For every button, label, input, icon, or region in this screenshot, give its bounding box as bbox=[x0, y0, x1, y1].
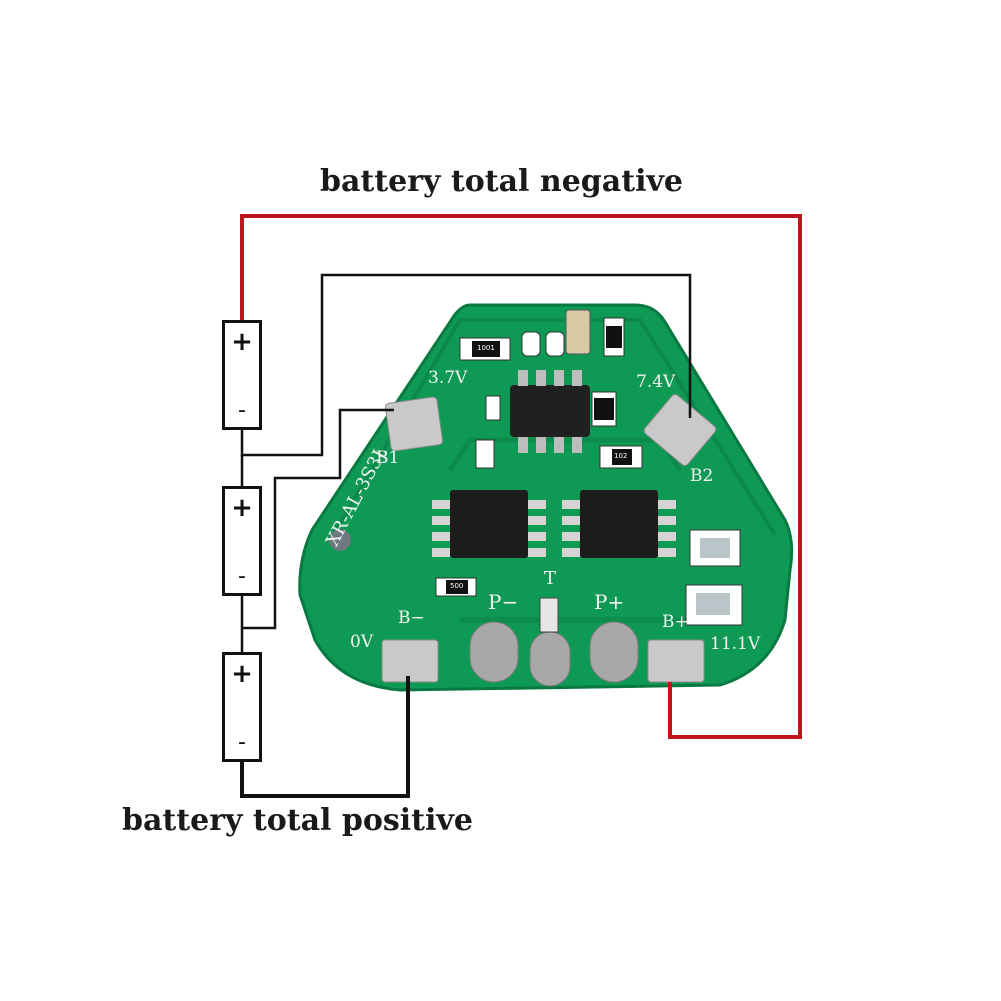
pad-b-plus bbox=[647, 639, 705, 683]
silk-11v1: 11.1V bbox=[710, 634, 761, 654]
thermistor bbox=[539, 597, 559, 633]
res-label-3: 102 bbox=[614, 452, 628, 460]
pad-b2 bbox=[643, 393, 717, 467]
silk-p-plus: P+ bbox=[594, 590, 625, 614]
silk-0v: 0V bbox=[350, 632, 374, 652]
battery-minus-label: - bbox=[238, 564, 246, 589]
silk-7v4: 7.4V bbox=[636, 372, 676, 392]
label-total-negative: battery total negative bbox=[320, 164, 683, 199]
silk-b1: B1 bbox=[376, 448, 400, 468]
silk-3v7: 3.7V bbox=[428, 368, 468, 388]
protection-ic bbox=[510, 385, 590, 437]
pad-b-minus bbox=[381, 639, 439, 683]
battery-cell-top: + - bbox=[222, 320, 262, 430]
battery-cell-middle: + - bbox=[222, 486, 262, 596]
mosfet-left bbox=[450, 490, 528, 558]
silk-b-plus: B+ bbox=[662, 612, 689, 632]
wire-total-negative bbox=[240, 214, 802, 739]
pad-p-plus bbox=[589, 621, 639, 683]
mosfet-right bbox=[580, 490, 658, 558]
battery-minus-label: - bbox=[238, 398, 246, 423]
res-label-2: 500 bbox=[450, 582, 464, 590]
pad-p-minus bbox=[469, 621, 519, 683]
silk-t: T bbox=[544, 568, 557, 589]
pad-b1 bbox=[384, 396, 444, 452]
battery-minus-label: - bbox=[238, 730, 246, 755]
wire-total-positive bbox=[240, 676, 410, 798]
battery-cell-bottom: + - bbox=[222, 652, 262, 762]
battery-plus-label: + bbox=[231, 659, 253, 689]
silk-p-minus: P− bbox=[488, 590, 519, 614]
battery-plus-label: + bbox=[231, 493, 253, 523]
pad-t bbox=[529, 631, 571, 687]
pcb-board bbox=[298, 303, 794, 692]
label-total-positive: battery total positive bbox=[122, 803, 473, 838]
mounting-hole bbox=[329, 529, 351, 551]
silk-b2: B2 bbox=[690, 466, 714, 486]
res-label-1: 1001 bbox=[477, 344, 495, 352]
silk-b-minus: B− bbox=[398, 608, 425, 628]
battery-plus-label: + bbox=[231, 327, 253, 357]
wire-b2 bbox=[240, 273, 692, 457]
